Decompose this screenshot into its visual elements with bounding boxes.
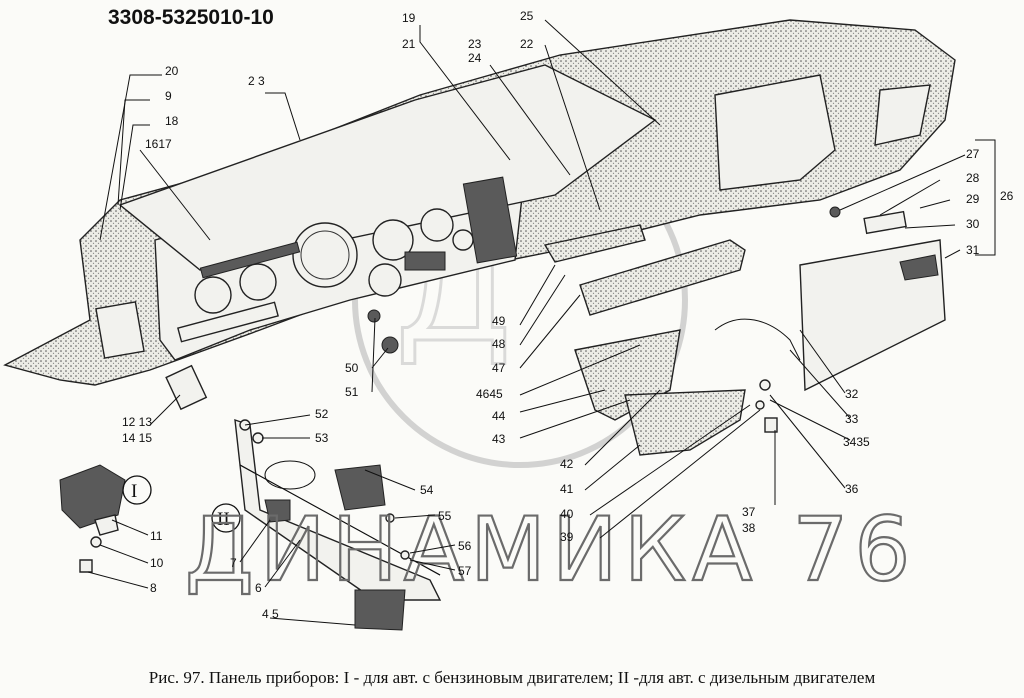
callout-36: 36 [845,482,859,496]
callout-48: 48 [492,337,506,351]
callout-53: 53 [315,431,329,445]
callout-30: 30 [966,217,980,231]
callout-47: 47 [492,361,506,375]
relay-I [59,464,126,573]
callout-46-45: 4645 [476,387,503,401]
callout-12-13: 12 13 [122,415,152,429]
dashboard-panel [3,19,956,386]
callout-21: 21 [402,37,416,51]
callout-42: 42 [560,457,574,471]
callout-31: 31 [966,243,980,257]
callout-32: 32 [845,387,859,401]
callout-55: 55 [438,509,452,523]
callout-2-3: 2 3 [248,74,265,88]
callout-9: 9 [165,89,172,103]
figure-caption: Рис. 97. Панель приборов: I - для авт. с… [148,668,876,687]
callout-37: 37 [742,505,756,519]
callout-8: 8 [150,581,157,595]
callout-50: 50 [345,361,359,375]
callout-56: 56 [458,539,472,553]
callout-38: 38 [742,521,756,535]
callout-44: 44 [492,409,506,423]
callout-labels: 19 21 25 23 24 22 2 3 20 9 18 1617 27 28… [122,9,1014,621]
drawing-code: 3308-5325010-10 [108,6,274,29]
callout-29: 29 [966,192,980,206]
callout-24: 24 [468,51,482,65]
marker-II: II [217,509,230,530]
callout-22: 22 [520,37,534,51]
callout-18: 18 [165,114,179,128]
callout-51: 51 [345,385,359,399]
callout-57: 57 [458,564,472,578]
callout-4-5: 4 5 [262,607,279,621]
callout-52: 52 [315,407,329,421]
glovebox-assembly [543,206,946,456]
callout-33: 33 [845,412,859,426]
callout-54: 54 [420,483,434,497]
callout-7: 7 [230,556,237,570]
marker-I: I [131,481,137,502]
callout-16-17: 1617 [145,137,172,151]
callout-41: 41 [560,482,574,496]
callout-40: 40 [560,507,574,521]
watermark: ДИНАМИКА 76 [185,498,916,601]
callout-28: 28 [966,171,980,185]
callout-20: 20 [165,64,179,78]
callout-14-15: 14 15 [122,431,152,445]
callout-27: 27 [966,147,980,161]
callout-26: 26 [1000,189,1014,203]
knob-part [367,309,399,354]
callout-10: 10 [150,556,164,570]
leader-lines [87,19,996,626]
callout-11: 11 [150,529,163,543]
callout-19: 19 [402,11,416,25]
marker-I-circle [122,475,152,505]
marker-II-circle [211,503,241,533]
callout-25: 25 [520,9,534,23]
callout-23: 23 [468,37,482,51]
callout-43: 43 [492,432,506,446]
callout-39: 39 [560,530,574,544]
callout-6: 6 [255,581,262,595]
callout-49: 49 [492,314,506,328]
callout-34-35: 3435 [843,435,870,449]
